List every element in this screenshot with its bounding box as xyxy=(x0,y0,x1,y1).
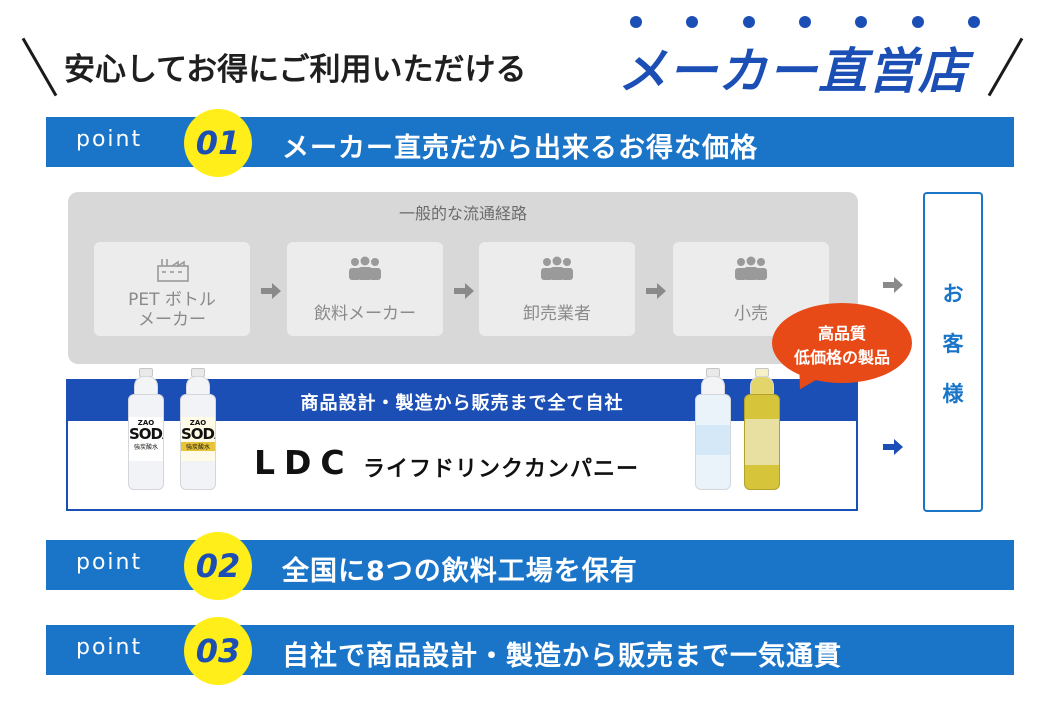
green-tea-bottle-image xyxy=(744,368,784,492)
point-bar-03: point 03 自社で商品設計・製造から販売まで一気通貫 xyxy=(46,617,1014,685)
people-icon xyxy=(541,256,573,280)
bottle-body: ZAO SODA 強炭酸水 xyxy=(180,394,216,490)
arrow-right-icon xyxy=(883,439,903,455)
bottle-product-name: SODA xyxy=(129,425,163,443)
header: 安心してお得にご利用いただける メーカー直営店 xyxy=(0,0,1050,112)
emphasis-dots xyxy=(630,16,980,30)
arrow-right-icon xyxy=(646,283,666,299)
ldc-company-name: ライフドリンクカンパニー xyxy=(363,457,640,482)
step-label-line2: メーカー xyxy=(138,310,206,330)
people-icon xyxy=(735,256,767,280)
distribution-title: 一般的な流通経路 xyxy=(398,204,527,223)
step-label: 小売 xyxy=(734,304,768,324)
bottle-neck xyxy=(186,376,210,396)
step-label: 飲料メーカー xyxy=(314,304,416,324)
header-lead-text: 安心してお得にご利用いただける xyxy=(64,52,527,88)
point-text: 自社で商品設計・製造から販売まで一気通貫 xyxy=(282,641,842,672)
emphasis-dot xyxy=(911,16,924,28)
step-label-line1: PET ボトル xyxy=(128,290,216,310)
customer-char: 客 xyxy=(942,332,964,356)
step-wholesaler: 卸売業者 xyxy=(479,242,635,336)
quality-price-bubble: 高品質 低価格の製品 xyxy=(772,303,912,396)
emphasis-dot xyxy=(798,16,811,28)
customer-char: 様 xyxy=(942,382,964,406)
emphasis-dot xyxy=(742,16,755,28)
emphasis-dot xyxy=(630,16,642,28)
general-distribution-panel: 一般的な流通経路 PET ボトル メーカー 飲料メーカー xyxy=(68,192,858,364)
step-label: 卸売業者 xyxy=(523,304,591,324)
customer-char: お xyxy=(942,282,964,306)
bubble-line2: 低価格の製品 xyxy=(793,348,890,367)
bottle-subtext: 強炭酸水 xyxy=(181,442,215,451)
bottle-neck xyxy=(134,376,158,396)
point-text: 全国に8つの飲料工場を保有 xyxy=(282,556,638,587)
point-bar-02: point 02 全国に8つの飲料工場を保有 xyxy=(46,532,1014,600)
point-bar-01: point 01 メーカー直売だから出来るお得な価格 xyxy=(46,109,1014,177)
point-text: メーカー直売だから出来るお得な価格 xyxy=(282,133,758,164)
zao-soda-lemon-bottle-image: ZAO SODA 強炭酸水 xyxy=(180,368,220,492)
bottle-label xyxy=(696,425,730,455)
zao-soda-bottle-image: ZAO SODA 強炭酸水 xyxy=(128,368,168,492)
arrow-right-icon xyxy=(261,283,281,299)
left-slash-decoration xyxy=(21,37,58,97)
bottle-body xyxy=(695,394,731,490)
bottle-label: ZAO SODA 強炭酸水 xyxy=(181,417,215,461)
ldc-logo: LDC xyxy=(254,443,354,482)
right-slash-decoration xyxy=(987,37,1024,97)
bottle-label: ZAO SODA 強炭酸水 xyxy=(129,417,163,461)
point-label: point xyxy=(76,550,143,575)
emphasis-dot xyxy=(967,16,980,28)
step-pet-bottle-maker: PET ボトル メーカー xyxy=(94,242,250,336)
bottle-product-name: SODA xyxy=(181,425,215,443)
arrow-right-icon xyxy=(454,283,474,299)
ldc-band-text: 商品設計・製造から販売まで全て自社 xyxy=(300,393,624,414)
bottle-subtext: 強炭酸水 xyxy=(133,444,158,451)
point-label: point xyxy=(76,127,143,152)
bubble-line1: 高品質 xyxy=(817,324,866,343)
step-beverage-maker: 飲料メーカー xyxy=(287,242,443,336)
point-number-badge: 02 xyxy=(184,532,252,600)
bottle-neck xyxy=(701,376,725,396)
point-label: point xyxy=(76,635,143,660)
bottle-brand: ZAO xyxy=(137,419,155,427)
customer-box: お 客 様 xyxy=(923,192,983,512)
bottle-label xyxy=(745,419,779,465)
emphasis-dot xyxy=(855,16,868,28)
arrow-right-icon xyxy=(883,277,903,293)
bottle-body xyxy=(744,394,780,490)
mineral-water-bottle-image xyxy=(695,368,735,492)
point-number-badge: 03 xyxy=(184,617,252,685)
bottle-body: ZAO SODA 強炭酸水 xyxy=(128,394,164,490)
factory-icon xyxy=(157,259,189,282)
bottle-neck xyxy=(750,376,774,396)
emphasis-dot xyxy=(686,16,699,28)
bottle-brand: ZAO xyxy=(189,419,207,427)
people-icon xyxy=(349,256,381,280)
header-maker-store-text: メーカー直営店 xyxy=(618,43,969,100)
step-label: PET ボトル メーカー xyxy=(94,290,250,330)
point-number-badge: 01 xyxy=(184,109,252,177)
